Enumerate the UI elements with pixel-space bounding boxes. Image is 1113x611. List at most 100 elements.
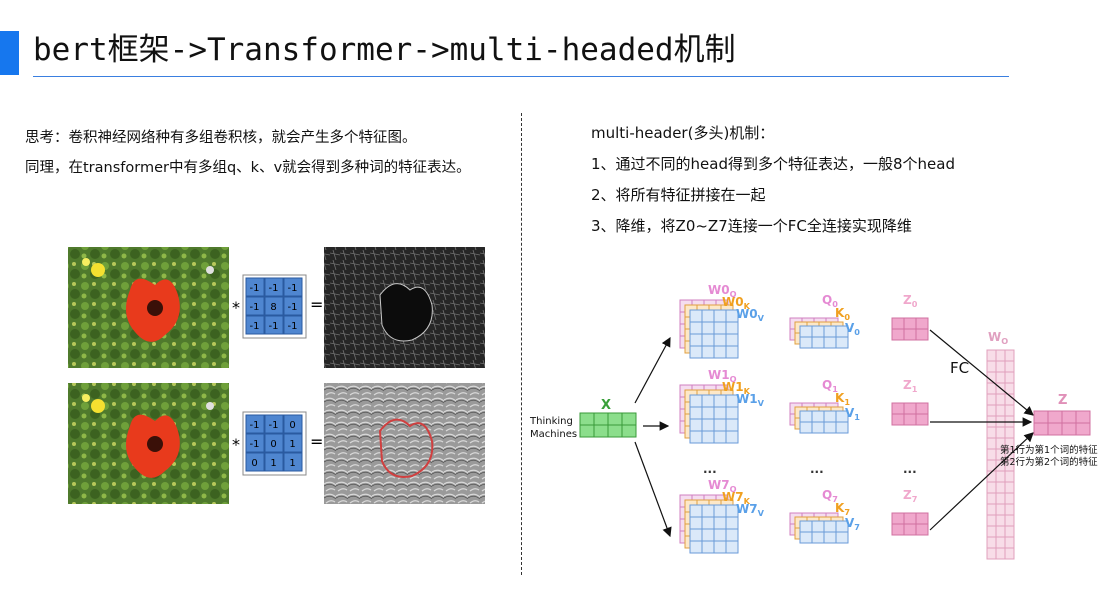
input-word-1: Thinking <box>529 416 573 427</box>
kernel-cell <box>283 433 303 453</box>
kernel-value: 1 <box>270 458 276 469</box>
kernel-cell <box>245 452 265 472</box>
w-v-matrix <box>689 309 739 359</box>
z-label: Z7 <box>903 488 918 504</box>
kernel-value: 8 <box>270 302 276 313</box>
title-underline <box>33 76 1009 77</box>
emboss-result-image <box>324 383 485 504</box>
kernel-cell <box>245 315 265 335</box>
kernel-cell <box>264 315 284 335</box>
kernel-cell <box>264 433 284 453</box>
v-label: V7 <box>845 516 860 532</box>
left-line-2: 同理，在transformer中有多组q、k、v就会得到多种词的特征表达。 <box>25 160 471 176</box>
edge-result-image <box>324 247 485 368</box>
q-label: Q1 <box>822 378 838 394</box>
arrow-z0-to-output <box>929 329 1034 416</box>
kernel-value: -1 <box>269 321 279 332</box>
equals-sign-bottom: = <box>310 432 323 451</box>
w-v-label: W7V <box>736 502 765 518</box>
kernel-value: 0 <box>289 420 295 431</box>
k-label: K7 <box>835 501 850 517</box>
kernel-value: -1 <box>288 321 298 332</box>
kernel-value: -1 <box>250 283 260 294</box>
w-v-label: W1V <box>736 392 765 408</box>
left-notes: 思考：卷积神经网络种有多组卷积核，就会产生多个特征图。 同理，在transfor… <box>25 123 471 183</box>
kernel-cell <box>283 277 303 297</box>
w-k-label: W0K <box>722 295 751 311</box>
kernel-value: -1 <box>269 420 279 431</box>
kernel-cell <box>245 414 265 434</box>
right-point-2: 2、将所有特征拼接在一起 <box>591 186 766 204</box>
output-z-grid <box>1033 410 1091 436</box>
section-divider <box>521 113 522 575</box>
kernel-value: 0 <box>251 458 257 469</box>
w-q-label: W0Q <box>708 283 737 299</box>
w-k-label: W7K <box>722 490 751 506</box>
w-q-label: W7Q <box>708 478 737 494</box>
kernel-cell <box>245 433 265 453</box>
w-k-label: W1K <box>722 380 751 396</box>
z-matrix <box>891 512 929 536</box>
left-line-1: 思考：卷积神经网络种有多组卷积核，就会产生多个特征图。 <box>25 130 417 146</box>
kernel-cell <box>264 414 284 434</box>
kernel-value: -1 <box>250 420 260 431</box>
arrow-z7-to-output <box>929 432 1034 531</box>
w-v-label: W0V <box>736 307 765 323</box>
input-word-2: Machines <box>530 429 577 440</box>
input-x-label: X <box>601 398 611 413</box>
w-v-matrix <box>689 504 739 554</box>
z-matrix <box>891 402 929 426</box>
equals-sign-top: = <box>310 295 323 314</box>
v-label: V0 <box>845 321 860 337</box>
convolve-sign-top: * <box>232 298 240 317</box>
kernel-cell <box>264 452 284 472</box>
q-label: Q7 <box>822 488 838 504</box>
right-heading: multi-header(多头)机制： <box>591 124 775 142</box>
output-z-matrix: Z <box>1033 393 1091 436</box>
slide-title: bert框架->Transformer->multi-headed机制 <box>33 32 736 68</box>
right-notes: multi-header(多头)机制： 1、通过不同的head得到多个特征表达，… <box>591 118 955 242</box>
fc-label: FC <box>950 359 969 377</box>
q-label: Q0 <box>822 293 838 309</box>
right-point-3: 3、降维，将Z0~Z7连接一个FC全连接实现降维 <box>591 217 912 235</box>
flower-photo-bottom <box>68 383 229 504</box>
kernel-cell <box>264 277 284 297</box>
kernel-value: -1 <box>250 439 260 450</box>
ellipsis-z: ... <box>903 462 917 476</box>
kernel-cell <box>245 296 265 316</box>
k-label: K1 <box>835 391 850 407</box>
kernel-value: 0 <box>270 439 276 450</box>
wo-label: WO <box>988 330 1008 346</box>
title-accent-bar <box>0 31 19 75</box>
kernel-value: -1 <box>288 283 298 294</box>
convolve-sign-bottom: * <box>232 435 240 454</box>
w-q-label: W1Q <box>708 368 737 384</box>
z-matrix <box>891 317 929 341</box>
output-note-2: 第2行为第2个词的特征 <box>1000 456 1098 468</box>
ellipsis-w: ... <box>703 462 717 476</box>
v-matrix <box>799 410 849 434</box>
kernel-value: 1 <box>289 439 295 450</box>
arrow-x-to-head-7 <box>634 441 672 538</box>
kernel-cell <box>245 277 265 297</box>
kernel-value: -1 <box>288 302 298 313</box>
ellipsis-qkv: ... <box>810 462 824 476</box>
v-matrix <box>799 520 849 544</box>
z-label: Z0 <box>903 293 918 309</box>
flower-photo-top <box>68 247 229 368</box>
v-matrix <box>799 325 849 349</box>
k-label: K0 <box>835 306 850 322</box>
kernel-value: -1 <box>269 283 279 294</box>
z-label: Z1 <box>903 378 918 394</box>
input-x-matrix: X <box>579 398 637 438</box>
kernel-cell <box>283 315 303 335</box>
kernel-cell <box>283 296 303 316</box>
output-note-1: 第1行为第1个词的特征 <box>1000 444 1098 456</box>
